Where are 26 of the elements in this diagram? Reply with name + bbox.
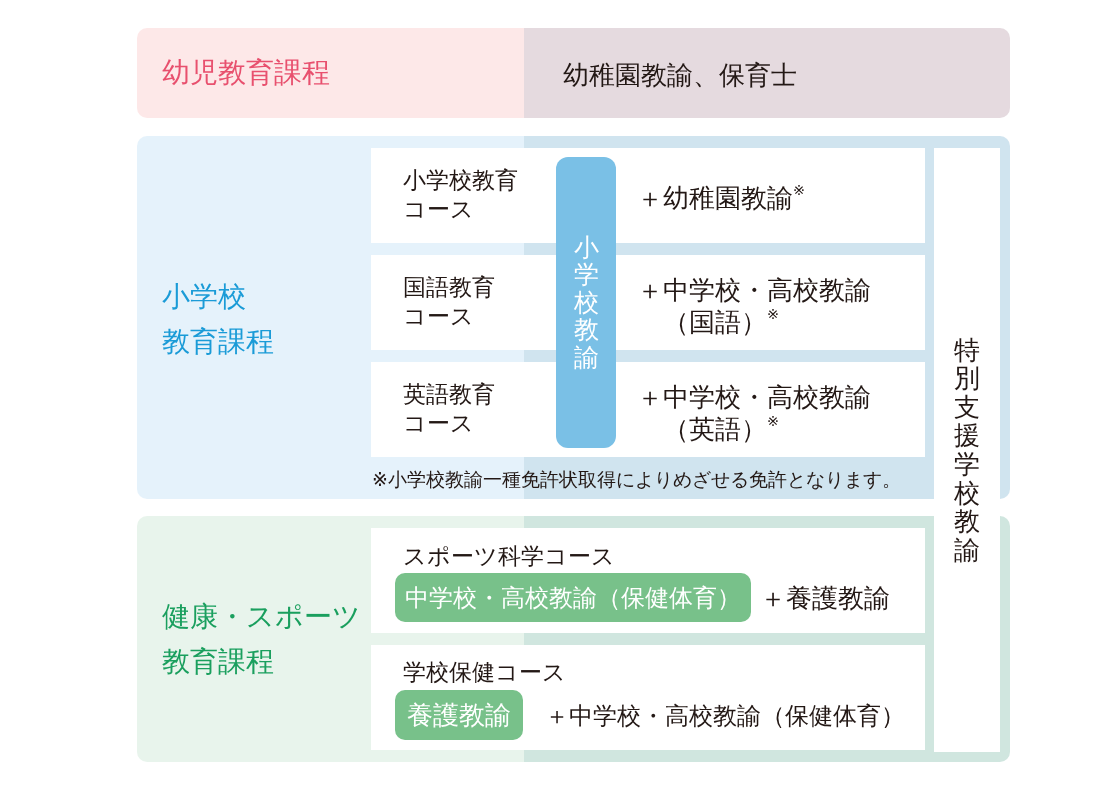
license-text: ＋中学校・高校教諭（英語）$^{※}$ <box>637 381 871 445</box>
license-panel <box>934 148 1000 752</box>
license-text: 養護教諭 <box>407 698 511 732</box>
license-text: 小学校教諭 <box>573 233 599 372</box>
license-text: 特別支援学校教諭 <box>954 335 980 565</box>
course-row <box>371 528 925 633</box>
license-pill <box>556 157 616 448</box>
license-text: 幼稚園教諭、保育士 <box>563 58 797 92</box>
band-heading: 健康・スポーツ教育課程 <box>162 599 361 680</box>
course-name: 英語教育コース <box>403 380 495 438</box>
course-name: 小学校教育コース <box>403 166 518 224</box>
license-pill <box>395 573 751 622</box>
license-text: ＋中学校・高校教諭（国語）$^{※}$ <box>637 274 871 338</box>
band-heading: 小学校教育課程 <box>162 279 274 360</box>
license-text: 中学校・高校教諭（保健体育） <box>405 582 741 613</box>
license-text: ＋中学校・高校教諭（保健体育） <box>545 701 905 731</box>
course-name: 国語教育コース <box>403 273 495 331</box>
course-row <box>371 645 925 750</box>
course-name: 学校保健コース <box>403 657 566 687</box>
license-text: ＋幼稚園教諭$^{※}$ <box>637 181 805 215</box>
license-text: ＋養護教諭 <box>760 581 890 615</box>
course-name: スポーツ科学コース <box>403 541 615 571</box>
band-heading: 幼児教育課程 <box>162 54 330 90</box>
license-pill <box>395 690 523 740</box>
footnote: ※小学校教諭一種免許状取得によりめざせる免許となります。 <box>372 468 901 492</box>
program-band <box>137 28 1010 118</box>
